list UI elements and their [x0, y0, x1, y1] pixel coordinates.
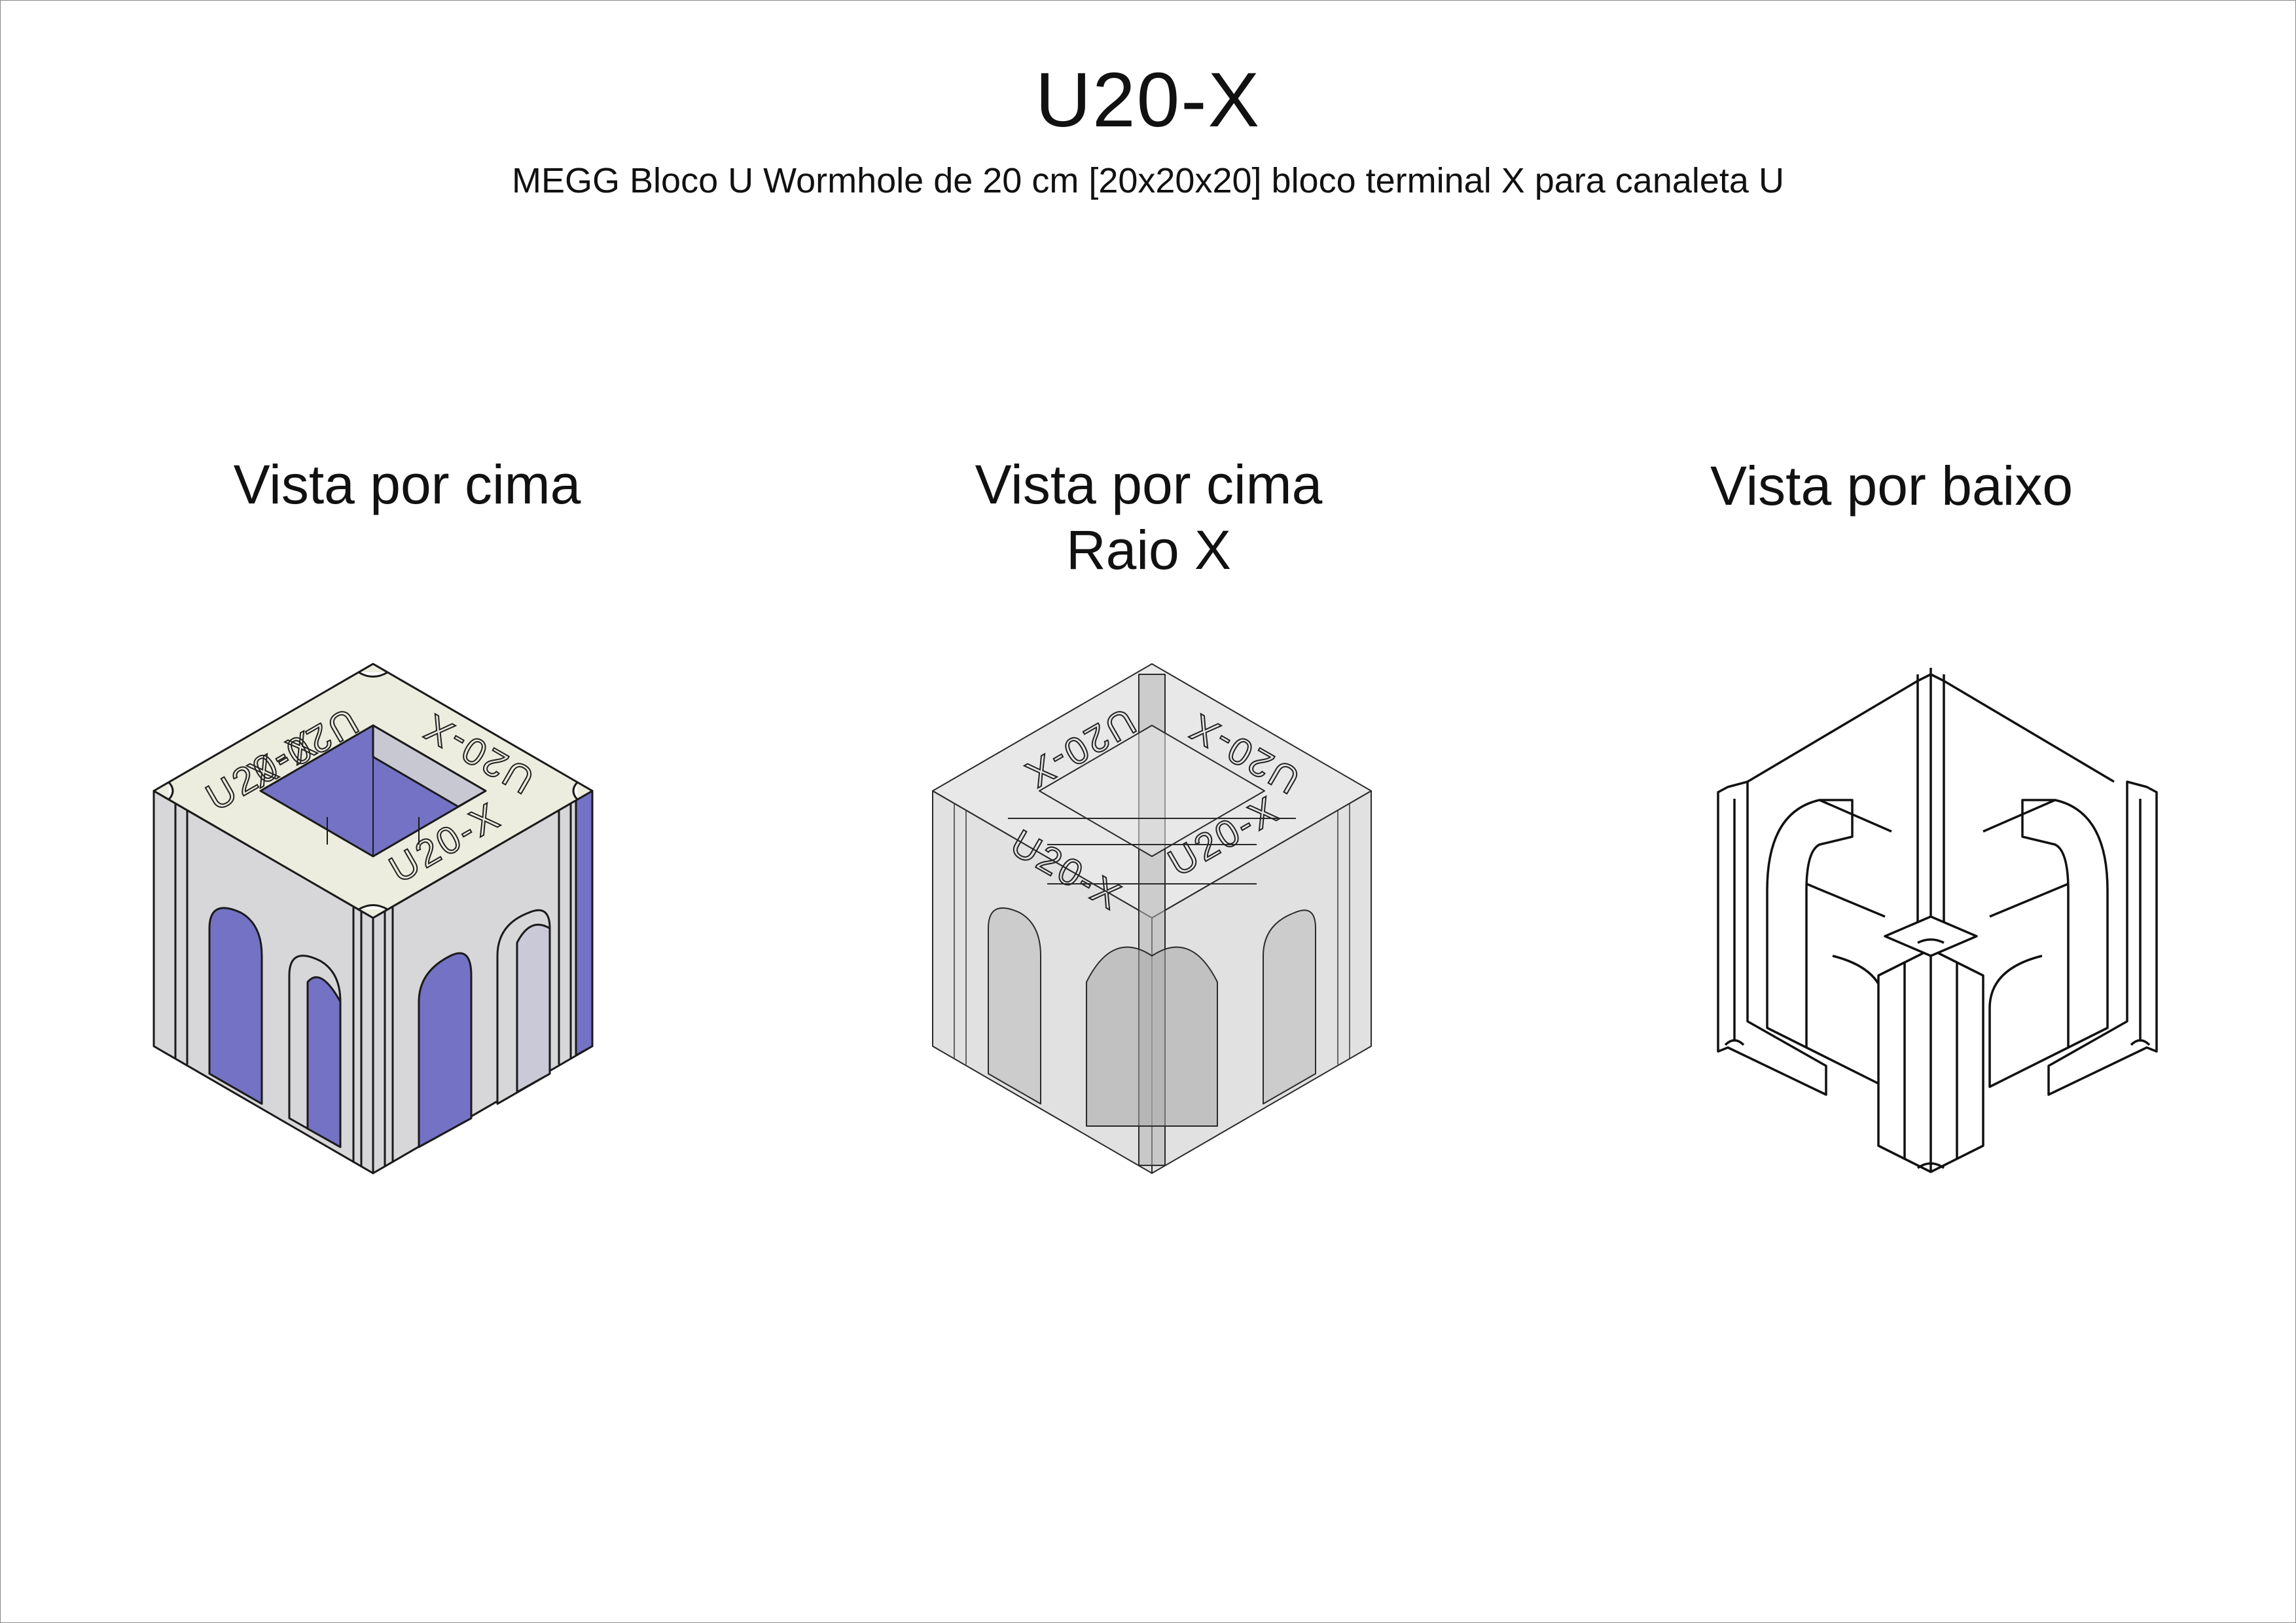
right-arch-1 [418, 952, 473, 1148]
view-label-xray-line-2: Raio X [1066, 519, 1232, 581]
page-subtitle: MEGG Bloco U Wormhole de 20 cm [20x20x20… [512, 161, 1784, 200]
left-arch-2 [306, 976, 342, 1148]
view-label-xray: Vista por cima Raio X [854, 452, 1443, 583]
block-view-top-shaded: U20-X U20-X U20-X U20-X [152, 663, 594, 1175]
block-view-bottom-lines [1717, 668, 2158, 1173]
view-label-bottom: Vista por baixo [1597, 453, 2186, 519]
page-title: U20-X [1035, 57, 1261, 143]
left-arch-1 [208, 907, 263, 1105]
view-label-top: Vista por cima [113, 452, 702, 517]
block-view-top-xray: U20-X U20-X U20-X U20-X [932, 663, 1372, 1174]
view-label-top-line-1: Vista por cima [233, 454, 581, 515]
view-label-xray-line-1: Vista por cima [975, 454, 1323, 515]
view-label-bottom-line-1: Vista por baixo [1710, 455, 2073, 517]
